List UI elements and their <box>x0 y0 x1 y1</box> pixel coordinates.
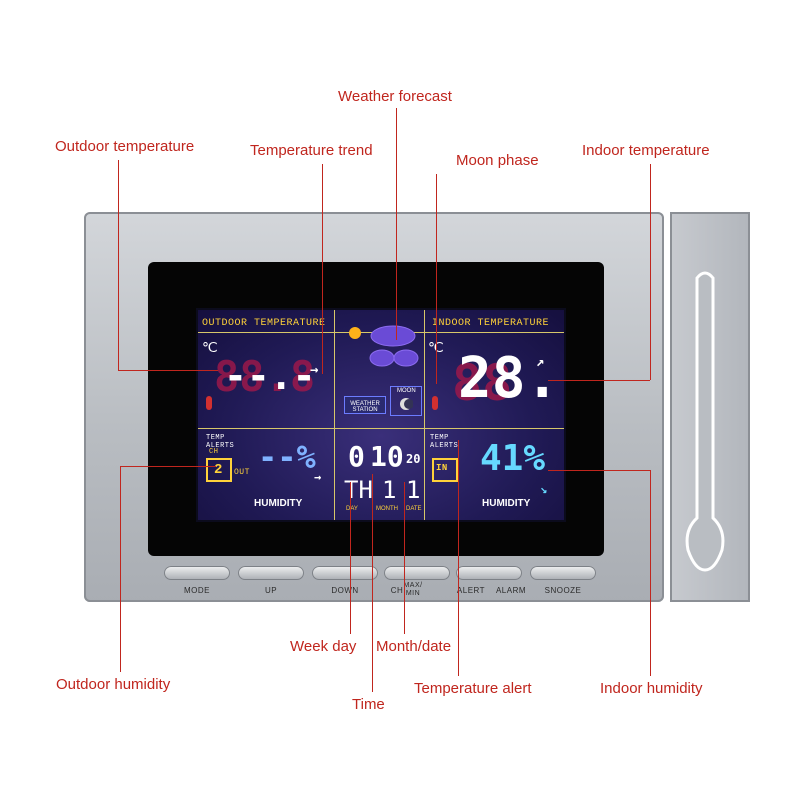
down-button[interactable] <box>312 566 378 580</box>
day-label: DAY <box>346 506 358 512</box>
leader-week-day <box>350 482 351 634</box>
sun-icon <box>349 327 361 339</box>
temp-alerts-label-indoor: TEMP ALERTS <box>430 434 459 450</box>
weather-station-label: WEATHER STATION <box>344 396 386 414</box>
cloud-icon <box>369 325 419 367</box>
leader-outdoor-temperature-h <box>118 370 218 371</box>
callout-month-date: Month/date <box>376 638 452 655</box>
indoor-temp-ghost-segments: 88 <box>452 354 513 412</box>
outdoor-unit: ℃ <box>202 341 219 357</box>
mode-button[interactable] <box>164 566 230 580</box>
leader-indoor-humidity <box>650 470 651 676</box>
leader-month-date <box>404 482 405 634</box>
leader-weather-forecast <box>396 108 397 340</box>
lcd-divider-right <box>424 310 425 520</box>
date-value: 1 <box>406 476 421 504</box>
leader-temperature-alert <box>458 440 459 676</box>
indoor-temperature-label: INDOOR TEMPERATURE <box>432 318 550 329</box>
snooze-button[interactable] <box>530 566 596 580</box>
leader-indoor-temperature <box>650 164 651 380</box>
leader-time <box>372 474 373 692</box>
weather-station-text: WEATHER STATION <box>350 401 380 413</box>
month-label: MONTH <box>376 506 398 512</box>
indoor-humidity-trend-arrow: ↘ <box>540 482 548 496</box>
moon-phase-box: MOON <box>390 386 422 416</box>
callout-time: Time <box>352 696 385 713</box>
callout-weather-forecast: Weather forecast <box>338 88 452 105</box>
callout-indoor-temperature: Indoor temperature <box>582 142 710 159</box>
callout-week-day: Week day <box>290 638 357 655</box>
callout-temperature-trend: Temperature trend <box>250 142 373 159</box>
time-hours: 0 <box>348 440 365 473</box>
thermometer-icon <box>685 271 725 572</box>
snooze-button-label: SNOOZE <box>544 586 582 595</box>
callout-temperature-alert: Temperature alert <box>414 680 532 697</box>
leader-outdoor-humidity <box>120 466 121 672</box>
outdoor-humidity-value: --% <box>258 438 316 476</box>
up-button[interactable] <box>238 566 304 580</box>
indoor-temperature-value: 28. <box>458 346 560 411</box>
leader-moon-phase <box>436 174 437 384</box>
alert-button-label: ALERT <box>456 586 486 595</box>
ch-button[interactable] <box>384 566 450 580</box>
indoor-house-box: IN <box>432 458 458 482</box>
channel-label: CH <box>209 448 219 456</box>
outdoor-temp-ghost-segments: 88.8 <box>214 352 316 401</box>
mode-button-label: MODE <box>184 586 210 595</box>
alert-button[interactable] <box>456 566 522 580</box>
temp-alerts-label-outdoor: TEMP ALERTS <box>206 434 235 450</box>
lcd-divider-left <box>334 310 335 520</box>
weekday-value: TH <box>344 476 373 504</box>
indoor-in-label: IN <box>436 463 448 473</box>
alarm-label: ALARM <box>495 586 527 595</box>
leader-outdoor-temperature <box>118 160 119 370</box>
outdoor-temperature-value: --.- <box>224 354 316 398</box>
indoor-trend-arrow: ↗ <box>536 354 545 370</box>
callout-outdoor-temperature: Outdoor temperature <box>55 138 195 155</box>
thermometer-small-icon <box>206 396 212 410</box>
leader-indoor-temperature-h <box>548 380 650 381</box>
callout-outdoor-humidity: Outdoor humidity <box>56 676 171 693</box>
indoor-humidity-value: 41% <box>480 438 546 479</box>
callout-moon-phase: Moon phase <box>456 152 539 169</box>
moon-label: MOON <box>397 388 416 394</box>
ch-button-label: CH <box>390 586 404 595</box>
leader-temperature-trend <box>322 164 323 374</box>
outdoor-humidity-label: HUMIDITY <box>254 498 303 509</box>
indoor-humidity-label: HUMIDITY <box>482 498 531 509</box>
month-value: 1 <box>382 476 397 504</box>
lcd-divider-middle <box>198 428 564 429</box>
time-minutes: 10 <box>370 440 404 473</box>
indoor-unit: ℃ <box>428 340 444 357</box>
outdoor-out-label: OUT <box>234 468 250 477</box>
outdoor-humidity-trend-arrow: → <box>314 470 322 484</box>
leader-indoor-humidity-h <box>548 470 650 471</box>
callout-indoor-humidity: Indoor humidity <box>600 680 703 697</box>
up-button-label: UP <box>264 586 278 595</box>
lcd-display: OUTDOOR TEMPERATURE INDOOR TEMPERATURE ℃… <box>196 308 566 522</box>
thermometer-small-icon-indoor <box>432 396 438 410</box>
leader-outdoor-humidity-h <box>120 466 216 467</box>
down-button-label: DOWN <box>331 586 359 595</box>
max-min-label: MAX/ MIN <box>403 582 423 597</box>
date-label: DATE <box>406 506 422 512</box>
outdoor-trend-arrow: → <box>310 362 319 378</box>
outdoor-temperature-label: OUTDOOR TEMPERATURE <box>202 318 326 329</box>
time-seconds: 20 <box>406 452 421 466</box>
channel-box: CH 2 <box>206 448 232 482</box>
moon-icon <box>400 398 413 410</box>
channel-value: 2 <box>214 462 223 478</box>
